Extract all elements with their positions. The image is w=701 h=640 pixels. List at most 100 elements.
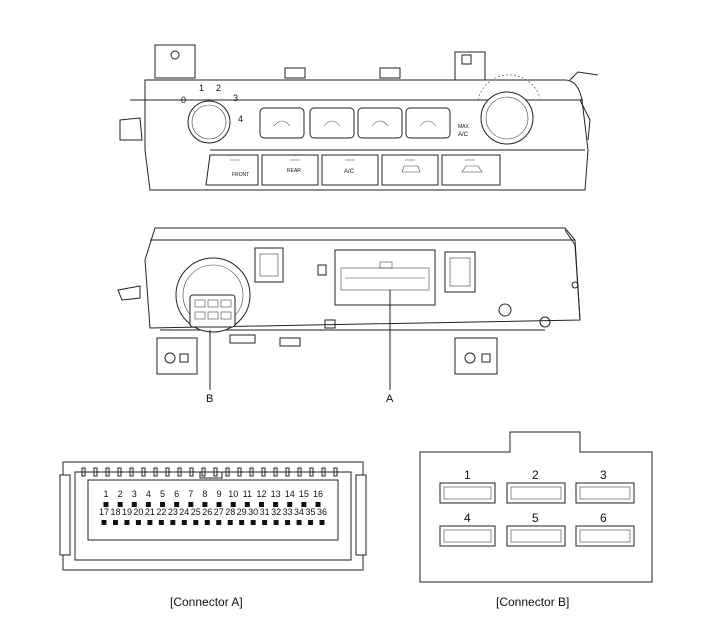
connector-b-pin-3: 3 bbox=[600, 468, 607, 482]
connector-a-rib bbox=[165, 467, 170, 477]
connector-a-bottom-pin-socket bbox=[124, 520, 130, 525]
connector-a-rib bbox=[321, 467, 326, 477]
right-knob-label-ac: A/C bbox=[458, 132, 469, 138]
connector-a-top-pin-label: 7 bbox=[188, 489, 193, 499]
connector-a-rib bbox=[285, 467, 290, 477]
connector-a-bottom-pin-label: 20 bbox=[133, 507, 143, 517]
connector-a-bottom-pin-socket bbox=[170, 520, 176, 525]
left-knob-scale-3: 3 bbox=[233, 93, 238, 103]
connector-a-top-pin-socket bbox=[258, 502, 264, 507]
connector-a-top-pin-label: 2 bbox=[118, 489, 123, 499]
connector-a-bottom-pin-label: 33 bbox=[283, 507, 293, 517]
connector-a-top-pin-socket bbox=[301, 502, 307, 507]
connector-a-top-pin-socket bbox=[273, 502, 279, 507]
connector-a-bottom-pin-socket bbox=[273, 520, 279, 525]
connector-a-top-pin-label: 10 bbox=[228, 489, 238, 499]
button-front-label: FRONT bbox=[232, 172, 249, 178]
connector-a-bottom-pin-socket bbox=[112, 520, 118, 525]
connector-a-bottom-pin-socket bbox=[101, 520, 107, 525]
connector-a-rib bbox=[261, 467, 266, 477]
connector-a-top-pin-socket bbox=[117, 502, 123, 507]
connector-a-top-pin-socket bbox=[188, 502, 194, 507]
connector-a-bottom-pin-socket bbox=[227, 520, 233, 525]
connector-a-top-pin-label: 12 bbox=[256, 489, 266, 499]
connector-a-bottom-pin-label: 35 bbox=[306, 507, 316, 517]
connector-a-bottom-pin-label: 22 bbox=[156, 507, 166, 517]
connector-b-pin-6: 6 bbox=[600, 511, 607, 525]
connector-a-top-pin-label: 8 bbox=[202, 489, 207, 499]
connector-a-bottom-pin-socket bbox=[319, 520, 325, 525]
connector-a-bottom-pin-socket bbox=[308, 520, 314, 525]
connector-a-bottom-pin-socket bbox=[147, 520, 153, 525]
button-ac-label: A/C bbox=[344, 169, 355, 175]
connector-a-rib bbox=[189, 467, 194, 477]
connector-a-bottom-pin-socket bbox=[285, 520, 291, 525]
connector-a-bottom-pin-socket bbox=[193, 520, 199, 525]
connector-a-bottom-pin-socket bbox=[204, 520, 210, 525]
connector-a-top-pin-socket bbox=[131, 502, 137, 507]
connector-a-top-pin-label: 3 bbox=[132, 489, 137, 499]
connector-a-top-pin-socket bbox=[145, 502, 151, 507]
right-knob-label-max: MAX bbox=[458, 124, 470, 130]
connector-a-bottom-pin-label: 17 bbox=[99, 507, 109, 517]
front-panel-illustration bbox=[119, 44, 599, 191]
connector-a-bottom-pin-label: 24 bbox=[179, 507, 189, 517]
connector-a-top-pin-label: 5 bbox=[160, 489, 165, 499]
left-knob-scale-0: 0 bbox=[181, 95, 186, 105]
connector-b-pin-2: 2 bbox=[532, 468, 539, 482]
connector-a-rib bbox=[141, 467, 146, 477]
connector-a-top-pin-socket bbox=[315, 502, 321, 507]
connector-a-bottom-pin-socket bbox=[239, 520, 245, 525]
connector-a-top-pin-socket bbox=[202, 502, 208, 507]
connector-a-bottom-pin-label: 34 bbox=[294, 507, 304, 517]
connector-a-rib bbox=[153, 467, 158, 477]
connector-a-bottom-pin-socket bbox=[158, 520, 164, 525]
connector-a-rib bbox=[105, 467, 110, 477]
connector-a-top-pin-socket bbox=[160, 502, 166, 507]
connector-a-top-pin-label: 13 bbox=[271, 489, 281, 499]
connector-a-top-pin-label: 9 bbox=[217, 489, 222, 499]
connector-a-rib bbox=[81, 467, 86, 477]
connector-a-rib bbox=[333, 467, 338, 477]
connector-a-bottom-pin-label: 32 bbox=[271, 507, 281, 517]
connector-b-pin-4: 4 bbox=[464, 511, 471, 525]
callout-b-label: B bbox=[206, 393, 213, 405]
connector-a-rib bbox=[93, 467, 98, 477]
connector-a-bottom-pin-label: 25 bbox=[191, 507, 201, 517]
connector-a-bottom-pin-socket bbox=[296, 520, 302, 525]
connector-a-top-pin-socket bbox=[174, 502, 180, 507]
connector-a-bottom-pin-socket bbox=[250, 520, 256, 525]
connector-a-rib bbox=[129, 467, 134, 477]
left-knob-scale-2: 2 bbox=[216, 83, 221, 93]
connector-a-bottom-pin-label: 30 bbox=[248, 507, 258, 517]
connector-a-top-pin-socket bbox=[244, 502, 250, 507]
connector-a-rib bbox=[225, 467, 230, 477]
connector-b-outline bbox=[419, 431, 653, 583]
connector-a-bottom-pin-label: 28 bbox=[225, 507, 235, 517]
connector-a-rib bbox=[273, 467, 278, 477]
rear-panel-illustration bbox=[117, 227, 581, 390]
connector-a-top-pin-socket bbox=[216, 502, 222, 507]
connector-a-bottom-pin-label: 31 bbox=[260, 507, 270, 517]
connector-a-bottom-pin-socket bbox=[216, 520, 222, 525]
connector-a-top-pin-socket bbox=[103, 502, 109, 507]
connector-b-pin-1: 1 bbox=[464, 468, 471, 482]
connector-a-top-pin-label: 15 bbox=[299, 489, 309, 499]
connector-a-top-pin-socket bbox=[287, 502, 293, 507]
connector-a-top-pin-label: 14 bbox=[285, 489, 295, 499]
connector-a-rib bbox=[309, 467, 314, 477]
left-knob-scale-1: 1 bbox=[199, 83, 204, 93]
connector-a-bottom-pin-label: 29 bbox=[237, 507, 247, 517]
connector-a-rib bbox=[237, 467, 242, 477]
connector-a-top-pin-socket bbox=[230, 502, 236, 507]
connector-a-bottom-pin-label: 19 bbox=[122, 507, 132, 517]
connector-a-top-pin-label: 16 bbox=[313, 489, 323, 499]
connector-a-bottom-pin-label: 26 bbox=[202, 507, 212, 517]
connector-a-rib bbox=[117, 467, 122, 477]
connector-a-bottom-pin-label: 21 bbox=[145, 507, 155, 517]
connector-a-bottom-pin-socket bbox=[181, 520, 187, 525]
left-knob-scale-4: 4 bbox=[238, 114, 243, 124]
